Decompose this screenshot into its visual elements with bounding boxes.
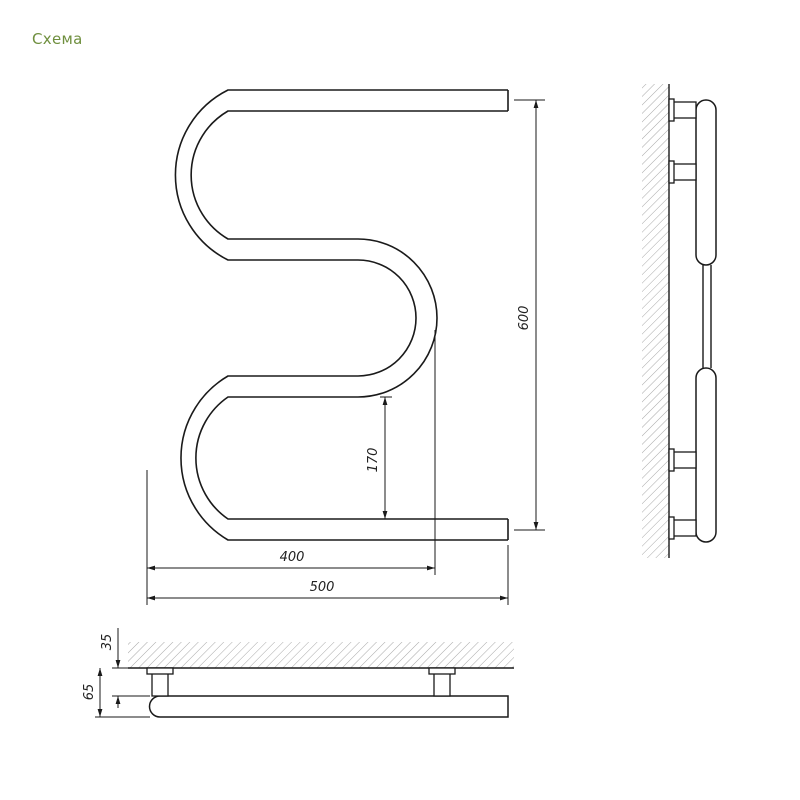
side-pipe-lower [695, 367, 717, 543]
top-bracket-left [151, 671, 169, 697]
top-dimensions [95, 628, 150, 718]
side-bracket-2 [671, 163, 697, 181]
pipe-inner-contour [190, 110, 508, 520]
pipe-outer-contour [174, 89, 508, 541]
schema-title: Схема [32, 30, 83, 48]
dim-label-65: 65 [82, 684, 97, 701]
dim-label-170: 170 [366, 448, 381, 473]
side-view [642, 84, 717, 558]
side-pipe-upper [695, 99, 717, 266]
dim-label-35: 35 [100, 634, 115, 651]
top-view [128, 642, 514, 718]
top-bracket-right [433, 671, 451, 697]
dim-label-400: 400 [280, 550, 305, 565]
dim-label-500: 500 [310, 580, 335, 595]
side-bracket-4 [671, 519, 697, 537]
dim-label-600: 600 [517, 306, 532, 331]
side-bracket-3 [671, 451, 697, 469]
front-view [174, 89, 509, 541]
wall-hatch-top [128, 642, 514, 668]
front-dimensions [146, 99, 545, 605]
top-pipe [148, 695, 509, 718]
wall-hatch-side [642, 84, 669, 558]
side-bracket-1 [671, 101, 697, 119]
